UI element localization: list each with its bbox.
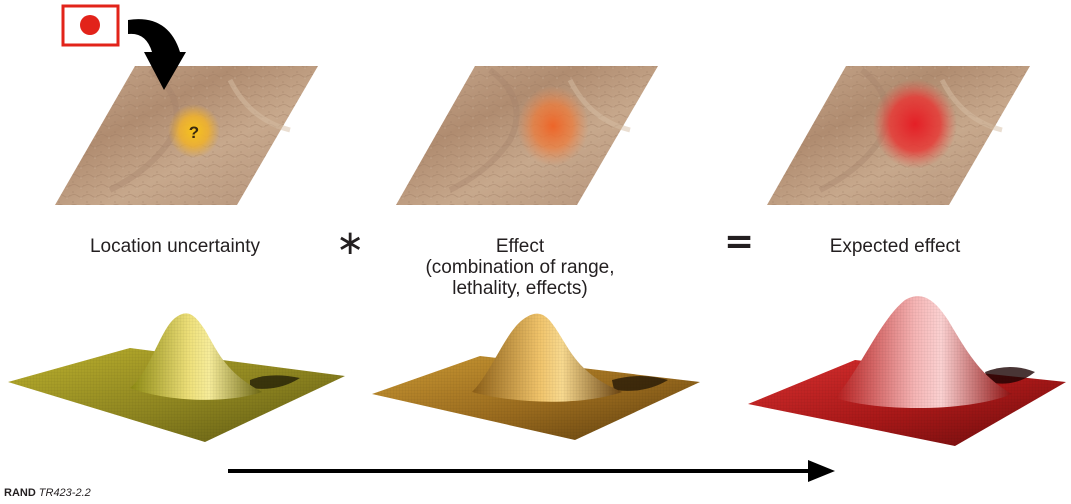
location-uncertainty-label: Location uncertainty bbox=[89, 236, 261, 257]
terrain-panel-location: ? bbox=[55, 66, 318, 205]
convolution-operator: ∗ bbox=[336, 223, 365, 263]
surface-plot-effect bbox=[372, 313, 700, 440]
expected-effect-label: Expected effect bbox=[829, 236, 961, 257]
effect-label-line3: lethality, effects) bbox=[452, 278, 588, 299]
credit-code: TR423-2.2 bbox=[38, 487, 91, 499]
equals-operator: = bbox=[724, 221, 755, 262]
credit-org: RAND bbox=[4, 487, 36, 499]
surface-plot-location bbox=[8, 313, 345, 442]
sensor-target-icon bbox=[61, 4, 120, 47]
effect-label-line2: (combination of range, bbox=[425, 257, 615, 278]
location-uncertainty-blob bbox=[168, 104, 220, 158]
effect-label: Effect (combination of range, lethality,… bbox=[395, 236, 645, 299]
expected-effect-blob bbox=[873, 79, 957, 169]
terrain-panel-expected bbox=[767, 66, 1030, 205]
curved-arrow-icon bbox=[128, 19, 186, 91]
effect-blob bbox=[517, 86, 589, 166]
location-question-mark: ? bbox=[189, 123, 199, 142]
right-arrow-icon bbox=[228, 460, 835, 482]
surface-plot-expected bbox=[748, 296, 1066, 446]
effect-label-line1: Effect bbox=[495, 236, 545, 257]
terrain-panel-effect bbox=[396, 66, 658, 205]
